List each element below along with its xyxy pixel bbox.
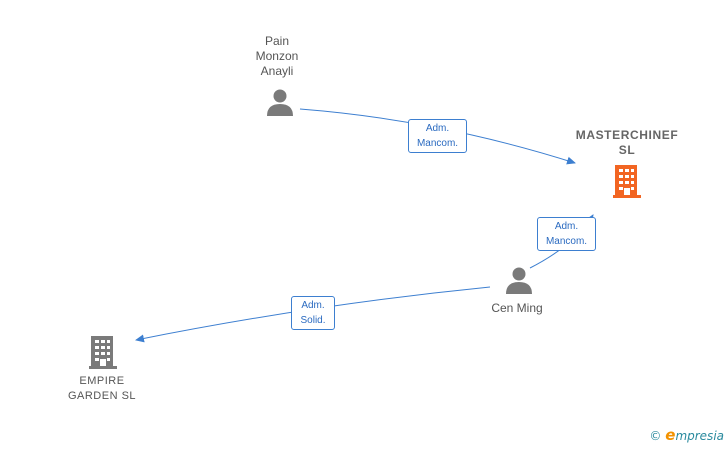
- node-label-pain-monzon-anayli[interactable]: Pain Monzon Anayli: [255, 34, 299, 78]
- role-line1: Adm.: [301, 300, 325, 311]
- role-line1: Adm.: [425, 123, 450, 134]
- role-box-cenming-masterchinef[interactable]: Adm. Mancom.: [537, 217, 596, 251]
- node-label-empire-garden-sl[interactable]: EMPIRE GARDEN SL: [67, 375, 137, 402]
- building-icon[interactable]: [613, 165, 641, 198]
- empresia-logo-e: e: [665, 426, 676, 444]
- role-box-cenming-empire[interactable]: Adm. Solid.: [291, 296, 335, 330]
- role-line2: Mancom.: [545, 236, 588, 247]
- person-icon[interactable]: [506, 267, 532, 295]
- role-line2: Solid.: [300, 315, 326, 326]
- role-line1: Adm.: [554, 221, 579, 232]
- person-icon[interactable]: [267, 89, 293, 117]
- empresia-brand-text: mpresia: [675, 429, 724, 443]
- empresia-watermark: © empresia: [649, 426, 724, 444]
- node-label-masterchinef-sl[interactable]: MASTERCHINEF SL: [575, 128, 679, 157]
- building-icon[interactable]: [89, 336, 117, 369]
- copyright-icon: ©: [649, 429, 662, 443]
- role-line2: Mancom.: [416, 138, 459, 149]
- node-label-cen-ming[interactable]: Cen Ming: [491, 301, 543, 315]
- role-box-pain-masterchinef[interactable]: Adm. Mancom.: [408, 119, 467, 153]
